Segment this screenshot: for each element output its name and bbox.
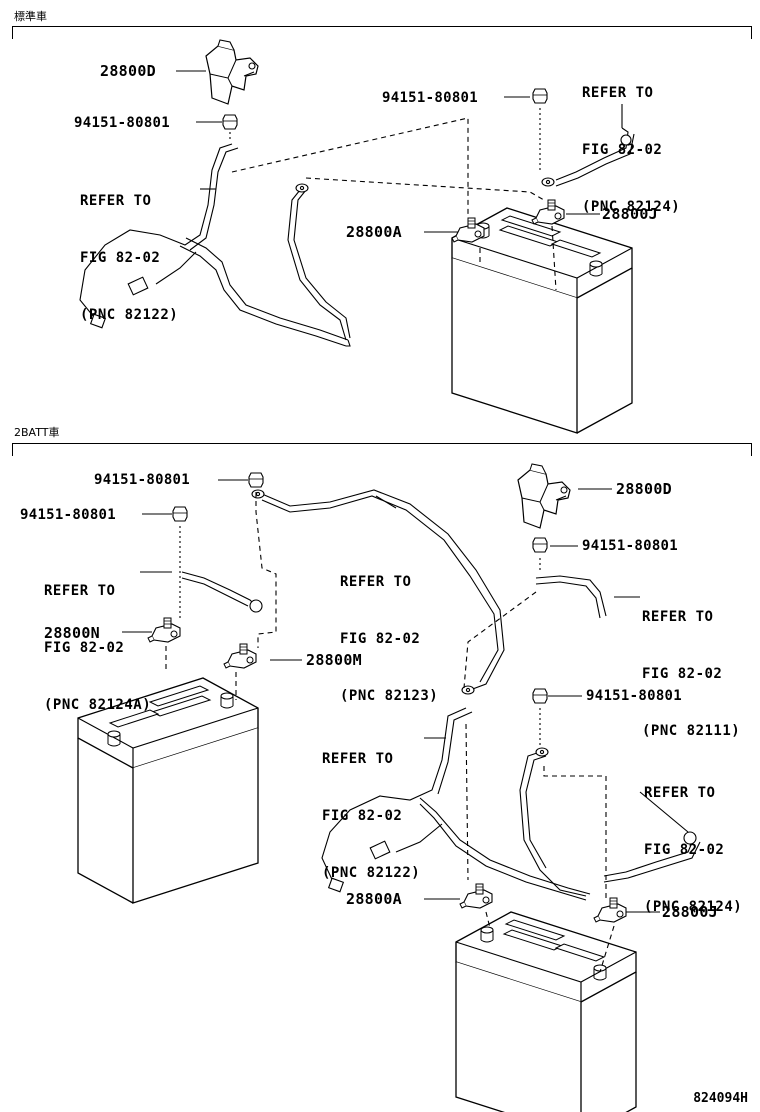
part-28800D-std: 28800D: [100, 62, 156, 80]
part-94151-80801-dual-b: 94151-80801: [20, 507, 117, 523]
part-28800A-std: 28800A: [346, 223, 402, 241]
refer-line-3: (PNC 82124): [582, 199, 681, 215]
refer-line-2: FIG 82-02: [44, 640, 125, 656]
section-frame-dual-battery: [12, 443, 752, 456]
refer-to-82123-dual: REFER TO FIG 82-02 (PNC 82123): [340, 535, 438, 725]
refer-to-82122-dual: REFER TO FIG 82-02 (PNC 82122): [322, 712, 420, 902]
part-28800N-dual: 28800N: [44, 624, 100, 642]
part-94151-80801-std-top: 94151-80801: [382, 90, 479, 106]
refer-line-2: FIG 82-02: [322, 808, 403, 824]
refer-to-82124A-dual: REFER TO FIG 82-02 (PNC 82124A): [44, 544, 151, 734]
part-28800A-dual: 28800A: [346, 890, 402, 908]
refer-line-3: (PNC 82124A): [44, 697, 152, 713]
part-94151-80801-std-left: 94151-80801: [74, 115, 171, 131]
refer-to-82124-std: REFER TO FIG 82-02 (PNC 82124): [582, 46, 680, 236]
refer-line-2: FIG 82-02: [340, 631, 421, 647]
refer-to-82124-dual: REFER TO FIG 82-02 (PNC 82124): [644, 746, 742, 936]
refer-line-2: FIG 82-02: [80, 250, 161, 266]
refer-line-1: REFER TO: [340, 574, 412, 590]
part-28800M-dual: 28800M: [306, 651, 362, 669]
refer-line-3: (PNC 82122): [80, 307, 179, 323]
refer-to-82122-std: REFER TO FIG 82-02 (PNC 82122): [80, 154, 178, 344]
section-title-dual-battery: 2BATT車: [14, 426, 60, 439]
refer-line-1: REFER TO: [642, 609, 714, 625]
part-94151-80801-dual-c: 94151-80801: [582, 538, 679, 554]
refer-line-1: REFER TO: [80, 193, 152, 209]
refer-line-2: FIG 82-02: [644, 842, 725, 858]
refer-line-2: FIG 82-02: [642, 666, 723, 682]
refer-line-3: (PNC 82124): [644, 899, 743, 915]
section-frame-standard: [12, 26, 752, 39]
refer-line-2: FIG 82-02: [582, 142, 663, 158]
part-94151-80801-dual-d: 94151-80801: [586, 688, 683, 704]
section-title-standard: 標準車: [14, 10, 47, 23]
refer-line-1: REFER TO: [582, 85, 654, 101]
part-28800J-std: 28800J: [602, 205, 658, 223]
part-28800D-dual: 28800D: [616, 480, 672, 498]
refer-line-1: REFER TO: [644, 785, 716, 801]
refer-line-3: (PNC 82123): [340, 688, 439, 704]
refer-line-3: (PNC 82111): [642, 723, 741, 739]
refer-to-82111-dual: REFER TO FIG 82-02 (PNC 82111): [642, 570, 740, 760]
figure-number: 824094H: [693, 1091, 748, 1106]
part-28800J-dual: 28800J: [662, 903, 718, 921]
part-94151-80801-dual-a: 94151-80801: [94, 472, 191, 488]
refer-line-3: (PNC 82122): [322, 865, 421, 881]
refer-line-1: REFER TO: [44, 583, 116, 599]
refer-line-1: REFER TO: [322, 751, 394, 767]
